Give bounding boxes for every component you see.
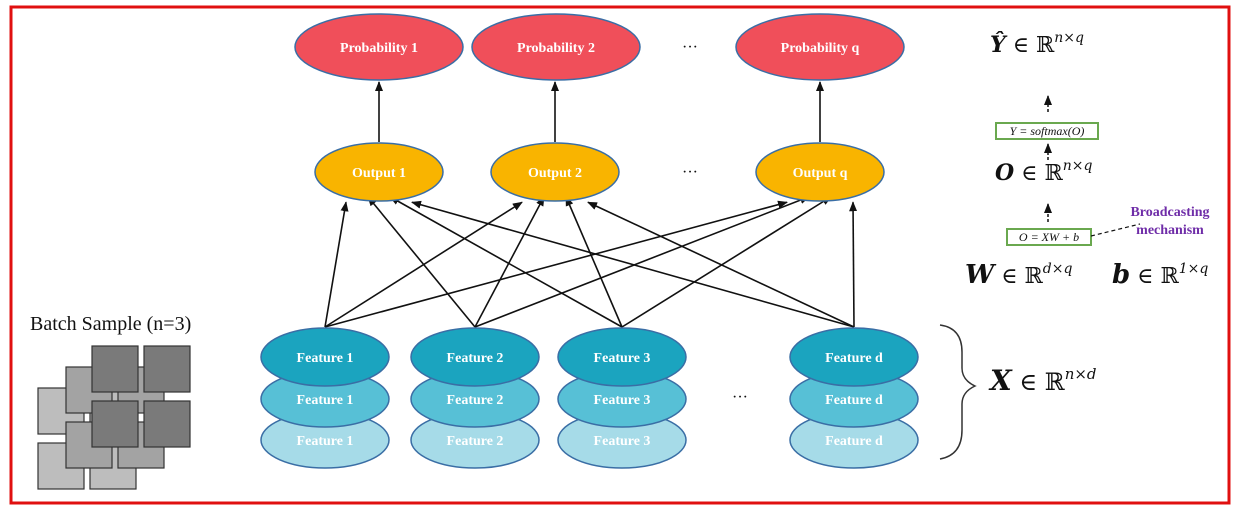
feature-ellipsis: ··· — [732, 389, 748, 406]
feature-node-3[interactable]: Feature 3 — [557, 327, 687, 387]
feature-to-output-arrow — [565, 195, 623, 328]
b-dims: 1×q — [1179, 261, 1209, 277]
batch-sample-label: Batch Sample (n=3) — [30, 313, 191, 335]
output-node-q-label: Output q — [793, 166, 848, 181]
batch-sample-square — [143, 400, 191, 448]
network-connections — [324, 81, 858, 328]
x-space: X ∈ ℝn×d — [988, 364, 1097, 397]
probability-layer: Probability 1 Probability 2 ··· Probabil… — [294, 13, 905, 81]
x-symbol: X — [988, 364, 1013, 397]
batch-sample-square — [143, 345, 191, 393]
probability-node-q[interactable]: Probability q — [735, 13, 905, 81]
output-ellipsis: ··· — [682, 164, 698, 181]
softmax-equation-box — [995, 122, 1099, 140]
feature-to-output-arrow — [474, 195, 545, 328]
feature-3-sample-2-label: Feature 3 — [594, 393, 651, 408]
o-set: ∈ ℝ — [1014, 161, 1063, 186]
o-space: O ∈ ℝn×q — [995, 158, 1092, 186]
feature-to-output-arrow — [587, 201, 855, 328]
math-annotations: Ŷ ∈ ℝn×q Y = softmax(O) O ∈ ℝn×q O = XW … — [965, 30, 1210, 397]
batch-sample-stack — [37, 345, 191, 490]
output-node-2-label: Output 2 — [528, 166, 582, 181]
feature-node-1[interactable]: Feature 1 — [260, 327, 390, 387]
linear-equation: O = XW + b — [1019, 230, 1079, 244]
w-set: ∈ ℝ — [994, 264, 1043, 289]
probability-node-2[interactable]: Probability 2 — [471, 13, 641, 81]
probability-node-2-label: Probability 2 — [517, 41, 595, 56]
feature-to-output-arrow — [621, 196, 832, 328]
feature-1-sample-3-label: Feature 1 — [297, 434, 354, 449]
feature-2-label: Feature 2 — [447, 351, 504, 366]
feature-to-output-arrow — [411, 200, 855, 328]
feature-to-output-arrow — [389, 196, 623, 328]
feature-1-label: Feature 1 — [297, 351, 354, 366]
output-node-1[interactable]: Output 1 — [314, 142, 444, 202]
y-hat-dims: n×q — [1054, 30, 1084, 46]
y-hat-symbol: Ŷ — [990, 31, 1008, 58]
note-connector — [1090, 223, 1141, 237]
output-layer: Output 1 Output 2 ··· Output q — [314, 142, 885, 202]
batch-sample-square — [91, 400, 139, 448]
feature-d-sample-3-label: Feature d — [825, 434, 883, 449]
output-node-1-label: Output 1 — [352, 166, 406, 181]
feature-to-output-arrow — [324, 200, 788, 328]
output-node-2[interactable]: Output 2 — [490, 142, 620, 202]
feature-to-output-arrow — [367, 195, 476, 328]
feature-node-d[interactable]: Feature d — [789, 327, 919, 387]
probability-node-1[interactable]: Probability 1 — [294, 13, 464, 81]
probability-ellipsis: ··· — [682, 39, 698, 56]
feature-d-sample-2-label: Feature d — [825, 393, 883, 408]
x-set: ∈ ℝ — [1012, 368, 1066, 396]
feature-2-sample-3-label: Feature 2 — [447, 434, 504, 449]
feature-2-sample-2-label: Feature 2 — [447, 393, 504, 408]
linear-equation-box — [1006, 228, 1092, 246]
feature-node-2[interactable]: Feature 2 — [410, 327, 540, 387]
feature-3-sample-3-label: Feature 3 — [594, 434, 651, 449]
w-space: W ∈ ℝd×q — [965, 260, 1072, 290]
feature-d-label: Feature d — [825, 351, 883, 366]
output-node-q[interactable]: Output q — [755, 142, 885, 202]
y-hat-space: Ŷ ∈ ℝn×q — [990, 30, 1084, 58]
feature-to-output-arrow — [849, 201, 858, 328]
probability-node-q-label: Probability q — [781, 41, 860, 56]
feature-stack-bottom-row: Feature 1 Feature 2 Feature 3 Feature d — [260, 411, 919, 469]
batch-sample-square — [91, 345, 139, 393]
b-symbol: b — [1112, 260, 1130, 290]
b-space: b ∈ ℝ1×q — [1112, 260, 1208, 290]
broadcasting-note-line-1: Broadcasting — [1130, 205, 1209, 220]
feature-to-output-arrow — [324, 201, 349, 328]
feature-stack-middle-row: Feature 1 Feature 2 Feature 3 Feature d — [260, 370, 919, 428]
feature-to-output-arrow — [474, 196, 810, 328]
feature-layer: Feature 1 Feature 2 Feature 3 Feature d … — [260, 327, 919, 469]
o-symbol: O — [995, 160, 1014, 186]
broadcasting-note-line-2: mechanism — [1136, 223, 1204, 238]
b-set: ∈ ℝ — [1130, 264, 1179, 289]
y-hat-set: ∈ ℝ — [1006, 33, 1055, 58]
o-dims: n×q — [1063, 158, 1093, 174]
x-dims: n×d — [1065, 365, 1097, 383]
probability-node-1-label: Probability 1 — [340, 41, 418, 56]
w-dims: d×q — [1043, 261, 1073, 277]
curly-brace-icon — [939, 324, 977, 460]
softmax-equation: Y = softmax(O) — [1010, 124, 1085, 138]
feature-3-label: Feature 3 — [594, 351, 651, 366]
diagram-frame — [9, 5, 1231, 505]
feature-1-sample-2-label: Feature 1 — [297, 393, 354, 408]
w-symbol: W — [965, 260, 997, 290]
feature-stack-top-row: Feature 1 Feature 2 Feature 3 Feature d — [260, 327, 919, 387]
